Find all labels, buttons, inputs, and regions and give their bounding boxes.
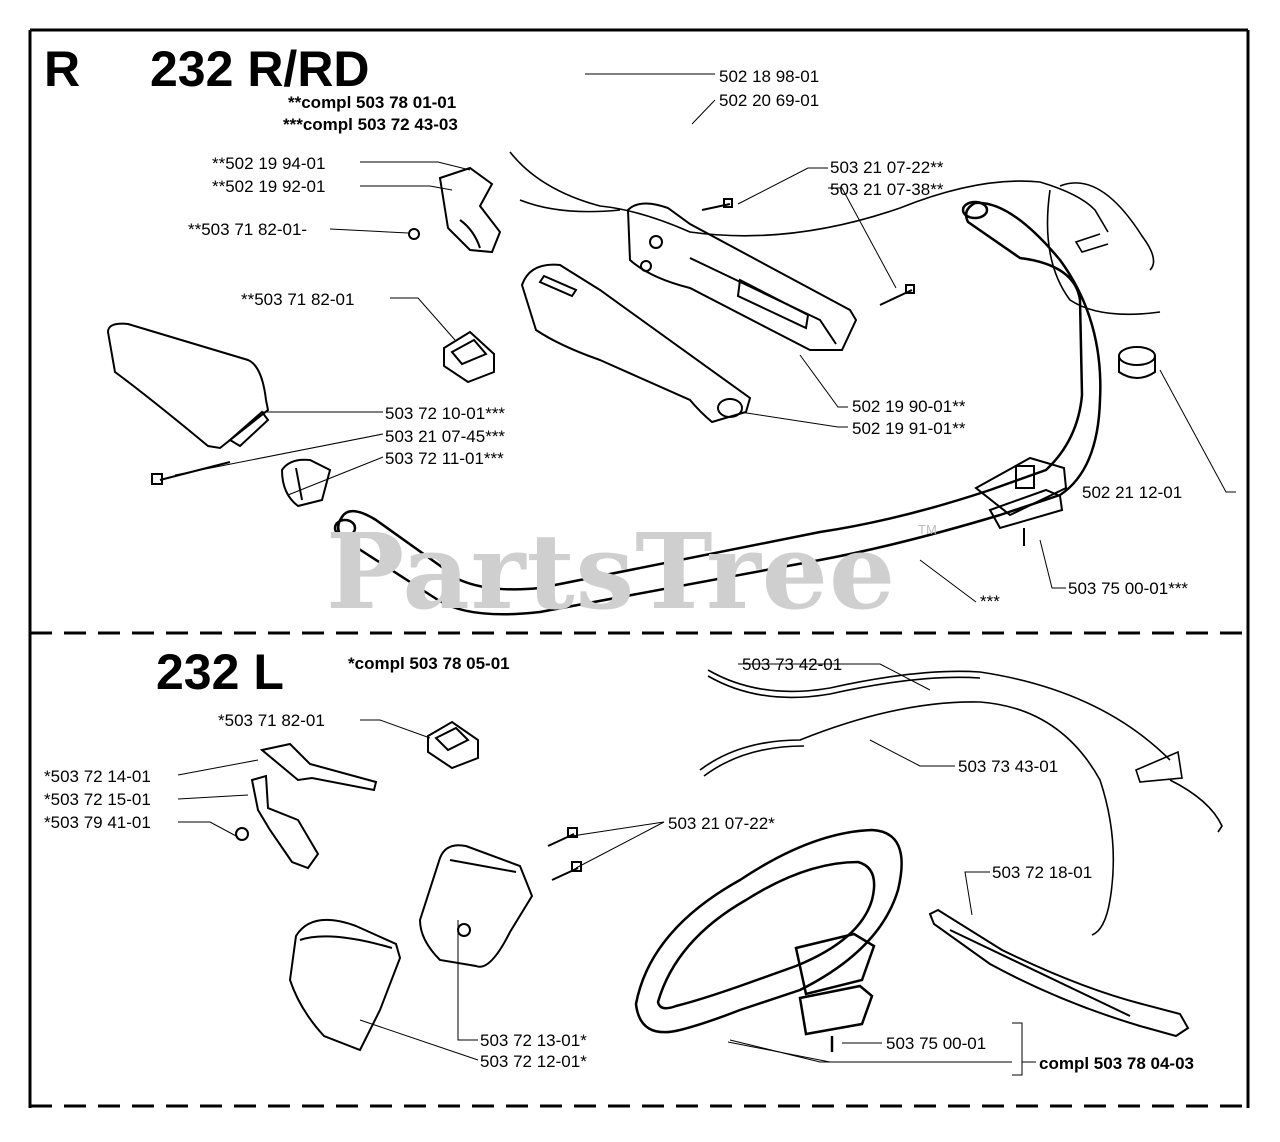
watermark-trademark: TM (918, 522, 937, 537)
part-label: **503 71 82-01- (188, 220, 308, 239)
handle-half-bottom (418, 844, 534, 968)
part-label: 503 21 07-22** (830, 158, 944, 177)
handle-clamp-top (974, 456, 1068, 546)
part-label: 503 73 43-01 (958, 757, 1059, 776)
part-label: 502 19 90-01** (852, 397, 966, 416)
part-label: 502 20 69-01 (719, 91, 820, 110)
part-label: 503 21 07-38** (830, 180, 944, 199)
part-label: 503 72 12-01* (480, 1052, 587, 1071)
throttle-housing (626, 202, 858, 351)
part-label: **503 71 82-01 (241, 290, 355, 309)
section-r-title: 232 R/RD (150, 41, 370, 97)
grip-top-left (106, 322, 270, 450)
screw-top (151, 198, 915, 485)
part-label: *503 72 15-01 (44, 790, 151, 809)
section-l-note: *compl 503 78 05-01 (348, 654, 510, 673)
part-label: 503 72 10-01*** (385, 404, 506, 423)
part-label: 503 72 18-01 (992, 863, 1093, 882)
clip-top (280, 458, 332, 508)
section-l-compl-note: compl 503 78 04-03 (1039, 1054, 1194, 1073)
part-label: 503 21 07-45*** (385, 427, 506, 446)
loop-handle-bar (333, 200, 1102, 616)
wire-cables-bottom (699, 669, 1223, 936)
switch-top (443, 330, 495, 384)
throttle-trigger-top (408, 166, 502, 254)
diagram-frame (28, 28, 1250, 1108)
handle-cover (520, 263, 752, 424)
part-label: 502 18 98-01 (719, 67, 820, 86)
handle-cover-bottom (288, 919, 402, 1052)
part-label: 503 21 07-22* (668, 814, 775, 833)
part-label: **502 19 94-01 (212, 154, 326, 173)
part-label: *503 71 82-01 (218, 711, 325, 730)
throttle-trigger-bottom (235, 742, 378, 870)
part-label: 503 72 11-01*** (385, 449, 504, 468)
part-label: 503 75 00-01*** (1068, 579, 1189, 598)
part-label: *503 79 41-01 (44, 813, 151, 832)
watermark: PartsTree (326, 510, 897, 633)
part-label: *503 72 14-01 (44, 767, 151, 786)
part-label: **502 19 92-01 (212, 177, 326, 196)
screws-bottom (547, 827, 582, 881)
part-label: 502 19 91-01** (852, 419, 966, 438)
section-r-note-1: **compl 503 78 01-01 (288, 93, 457, 112)
switch-bottom (427, 720, 479, 770)
rail-bottom (928, 908, 1190, 1038)
wire-cables-top (509, 151, 1161, 316)
grommet-top (1118, 346, 1156, 379)
part-label: 502 21 12-01 (1082, 483, 1183, 502)
leader-lines (174, 73, 1236, 1076)
part-label: 503 75 00-01 (886, 1034, 987, 1053)
part-label: 503 73 42-01 (742, 655, 843, 674)
section-l-title: 232 L (156, 644, 284, 700)
part-label: *** (980, 592, 1000, 611)
section-r-note-2: ***compl 503 72 43-03 (283, 115, 458, 134)
loop-handle-bottom (634, 828, 903, 1052)
part-label: 503 72 13-01* (480, 1031, 587, 1050)
section-r-letter: R (44, 41, 81, 97)
